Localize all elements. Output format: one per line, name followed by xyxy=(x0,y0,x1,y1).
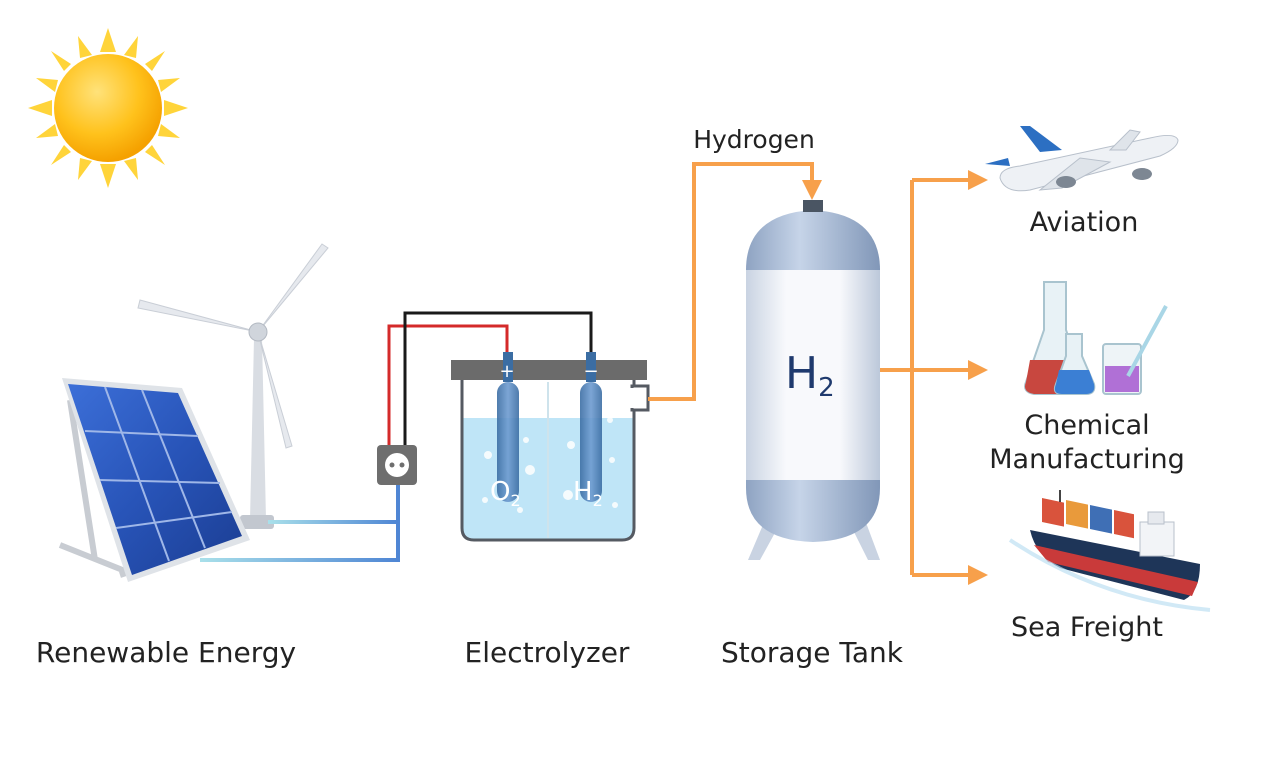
sea-freight-label: Sea Freight xyxy=(1011,612,1163,643)
storage-tank-label: Storage Tank xyxy=(721,636,904,669)
power-cable-turbine xyxy=(268,482,400,524)
sun-icon xyxy=(28,28,188,188)
oxygen-label: O2 xyxy=(490,477,521,510)
wire-negative xyxy=(403,311,593,447)
power-outlet-icon xyxy=(377,445,417,485)
tank-h2-symbol: H2 xyxy=(785,348,835,403)
chemical-label-line1: Chemical xyxy=(1024,410,1149,441)
hydrogen-electrode-label: H2 xyxy=(573,477,603,510)
wire-positive xyxy=(387,324,509,447)
solar-panel-icon xyxy=(58,378,250,582)
flask-icon xyxy=(1024,281,1168,395)
cargo-ship-icon xyxy=(1008,490,1211,612)
hydrogen-label: Hydrogen xyxy=(693,125,815,154)
aviation-label: Aviation xyxy=(1030,207,1139,238)
electrolyzer-label: Electrolyzer xyxy=(465,636,630,669)
airplane-icon xyxy=(985,126,1179,192)
anode-sign: + xyxy=(499,361,514,382)
storage-tank xyxy=(746,200,880,560)
power-cable-solar xyxy=(200,482,400,562)
chemical-label-line2: Manufacturing xyxy=(989,444,1185,475)
hydrogen-flow-arrow xyxy=(648,162,822,401)
renewable-energy-label: Renewable Energy xyxy=(36,636,296,669)
electrolyzer-unit xyxy=(451,352,650,542)
cathode-sign: − xyxy=(583,361,598,382)
wind-turbine-icon xyxy=(137,243,329,529)
